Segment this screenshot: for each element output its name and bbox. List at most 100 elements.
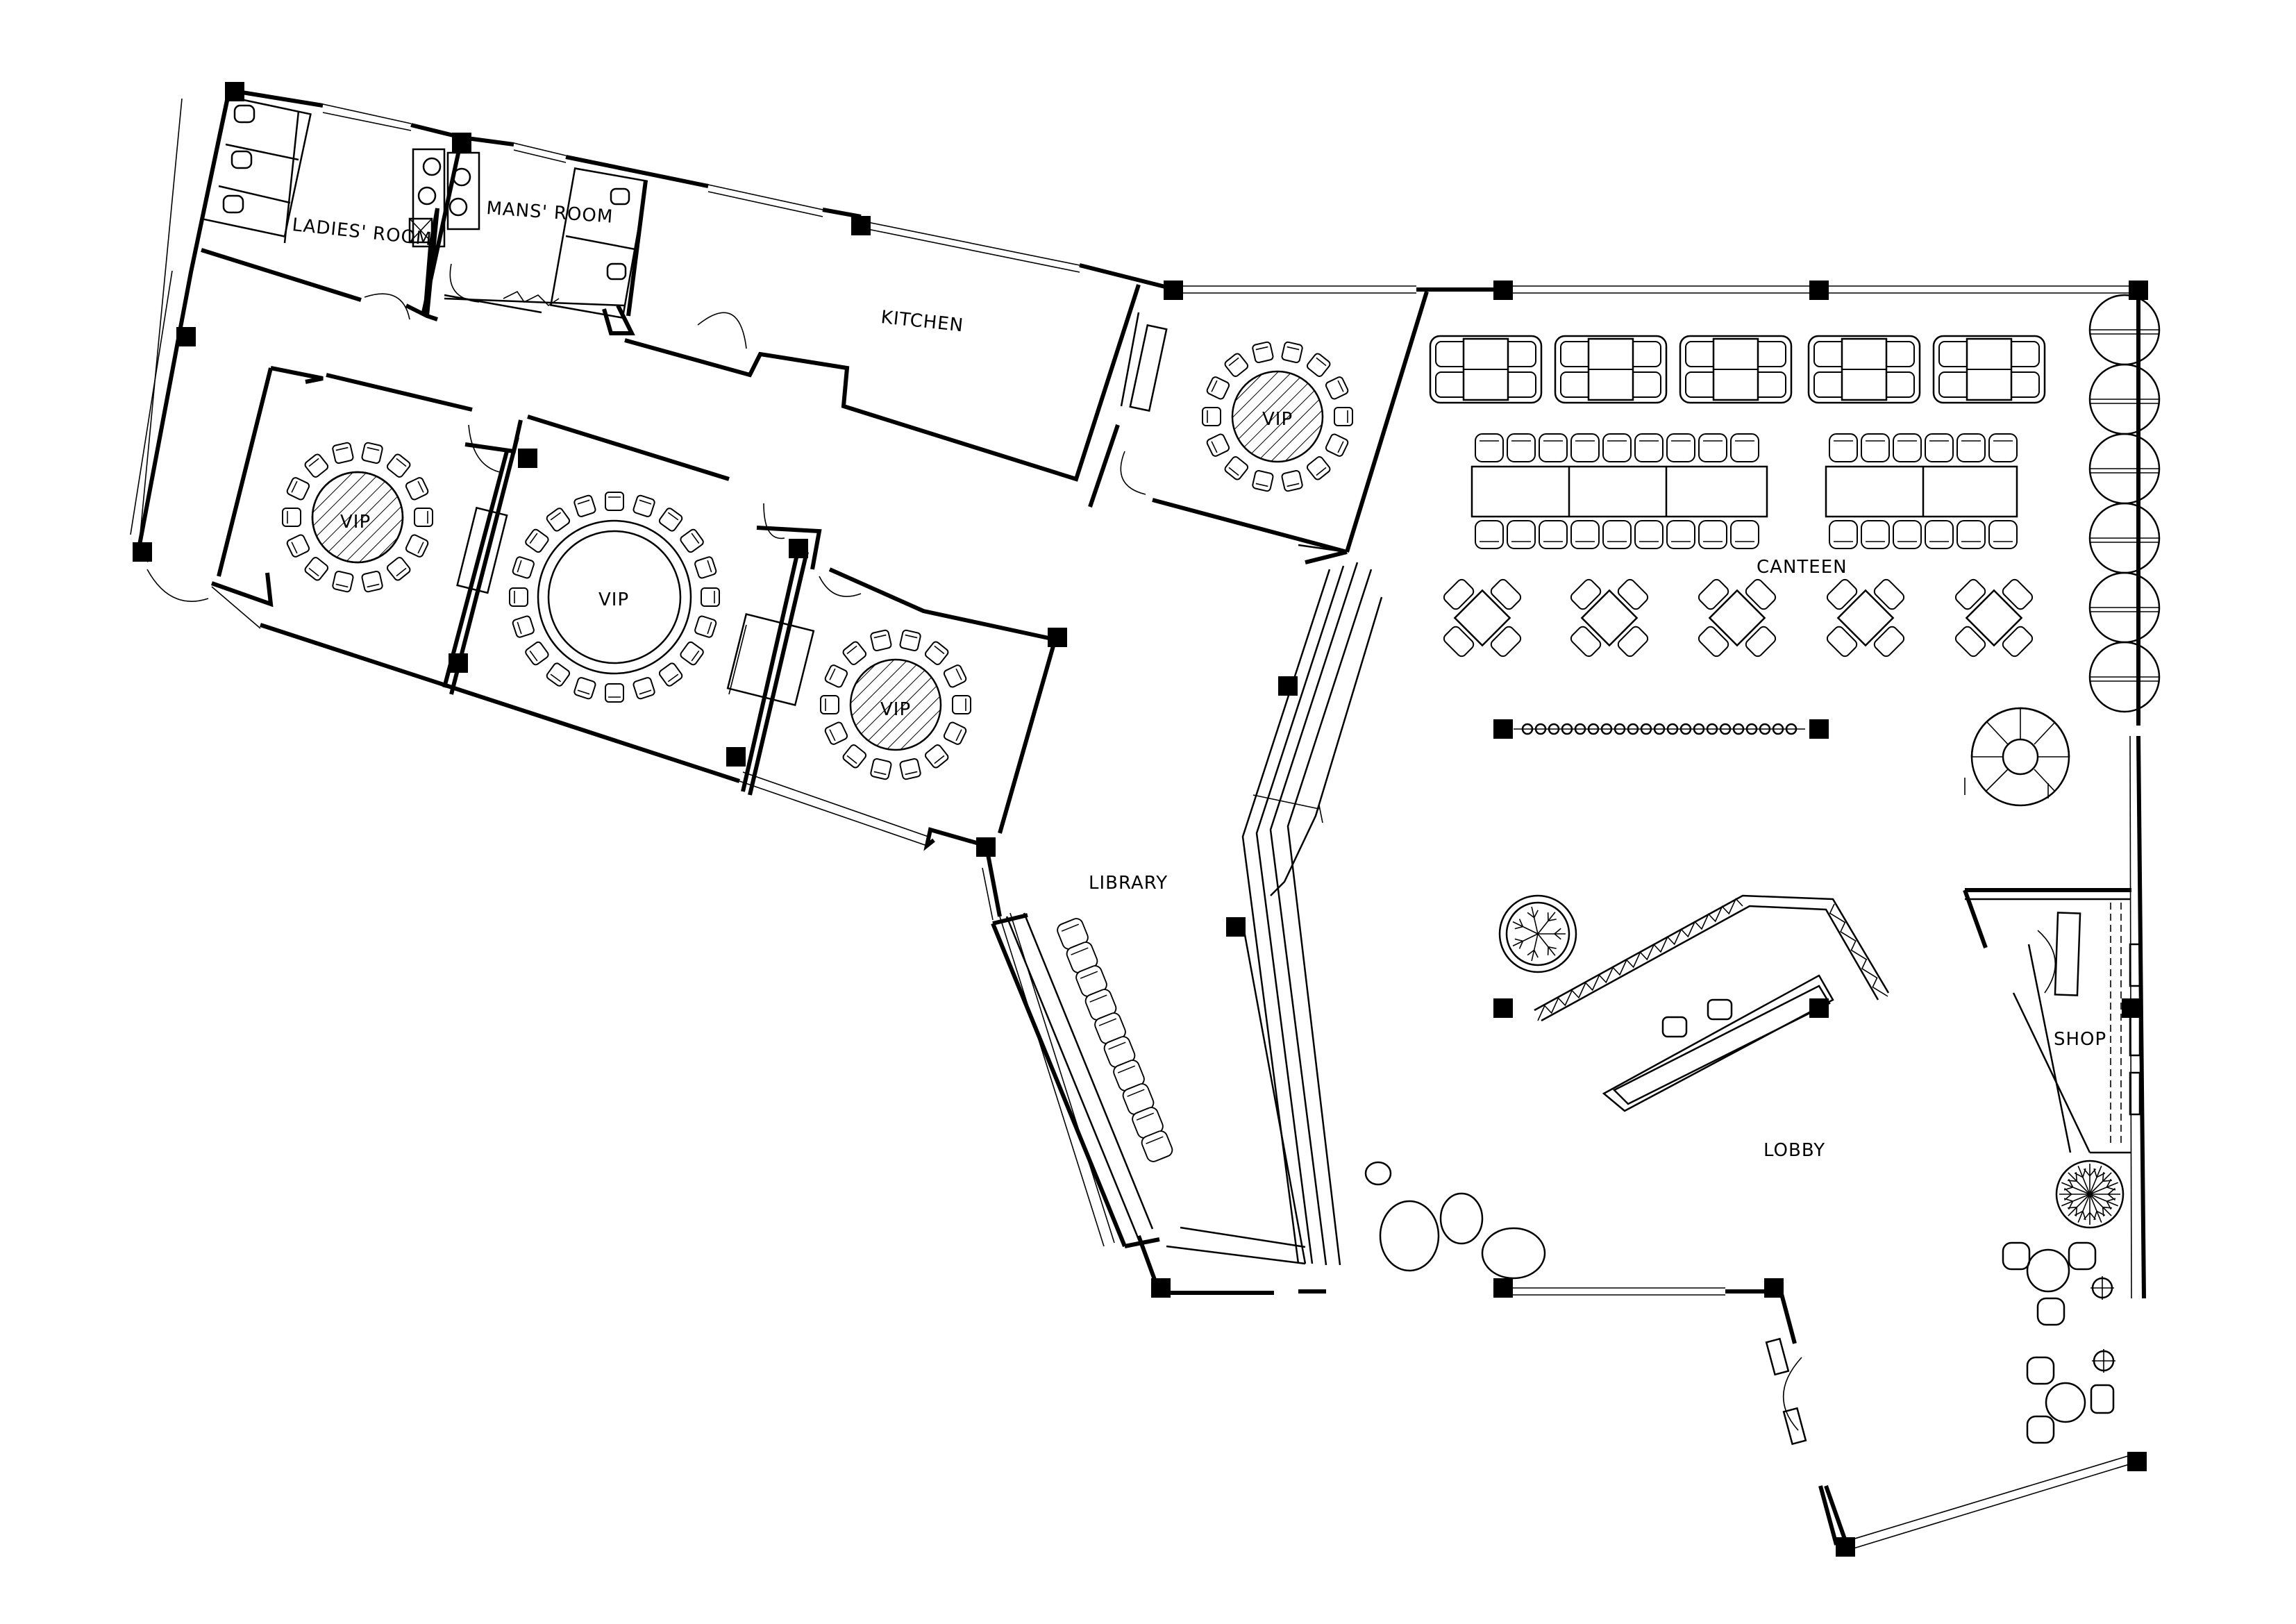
chair xyxy=(898,757,922,781)
vip-room-2 xyxy=(509,492,815,706)
kitchen-fixtures xyxy=(1120,312,1168,412)
chair xyxy=(1507,433,1536,462)
chair xyxy=(1666,433,1695,462)
vip-room-2-label: VIP xyxy=(598,589,629,610)
chair xyxy=(820,695,839,714)
chair xyxy=(1893,433,1922,462)
chair xyxy=(1507,520,1536,549)
chair xyxy=(1925,433,1954,462)
long-table xyxy=(1470,465,1768,518)
chair xyxy=(1205,432,1231,458)
lobby-stones xyxy=(1364,1161,1546,1280)
ladies-room-fixtures xyxy=(202,96,446,248)
chair xyxy=(693,614,718,639)
chair xyxy=(1324,375,1350,401)
mens-room-label: MANS' ROOM xyxy=(486,198,614,228)
chair xyxy=(869,628,893,652)
chair xyxy=(1280,469,1304,493)
booth-table xyxy=(1679,335,1793,404)
chair xyxy=(404,533,430,559)
chair xyxy=(1861,520,1890,549)
chair xyxy=(1280,340,1304,364)
exterior-walls xyxy=(130,88,2146,1549)
chair xyxy=(1829,520,1858,549)
chair xyxy=(544,661,572,688)
chair xyxy=(1829,433,1858,462)
vip-room-3-label: VIP xyxy=(880,699,911,720)
chair xyxy=(1602,520,1632,549)
mens-room-fixtures xyxy=(444,151,648,319)
canteen-furniture xyxy=(1421,335,2056,735)
plant-lobby-tree xyxy=(1498,894,1577,973)
chair xyxy=(385,555,412,583)
chair xyxy=(657,506,685,533)
chair xyxy=(632,676,656,701)
library-shelving xyxy=(991,912,1307,1265)
entrance-doors xyxy=(1765,1337,1838,1546)
ramp-stairs xyxy=(1241,562,1383,1266)
chair xyxy=(1475,520,1504,549)
chair xyxy=(1698,520,1727,549)
chair xyxy=(509,587,528,607)
booth-table xyxy=(1932,335,2046,404)
vip-room-3 xyxy=(820,628,971,781)
chair xyxy=(1223,455,1250,482)
chair xyxy=(678,527,705,555)
chair xyxy=(331,441,355,464)
chair xyxy=(1893,520,1922,549)
booth-table xyxy=(1554,335,1668,404)
chair xyxy=(869,757,893,781)
chair xyxy=(605,492,624,511)
chair xyxy=(1305,351,1332,378)
chair xyxy=(1698,433,1727,462)
chair xyxy=(285,533,311,559)
chair xyxy=(1251,469,1275,493)
chair xyxy=(1956,520,1986,549)
chair xyxy=(303,452,330,479)
plant-shop-tree xyxy=(2055,1160,2125,1229)
lobby-label: LOBBY xyxy=(1763,1140,1825,1161)
chair xyxy=(657,661,685,688)
chair xyxy=(404,476,430,502)
door-swings xyxy=(146,263,2056,1431)
chair xyxy=(952,695,971,714)
chair xyxy=(285,476,311,502)
vip-room-1-label: VIP xyxy=(340,512,371,533)
chair xyxy=(360,570,384,594)
chair xyxy=(1988,433,2018,462)
chair xyxy=(573,494,597,519)
chair xyxy=(385,452,412,479)
chair xyxy=(1634,433,1664,462)
chair xyxy=(605,683,624,703)
chair xyxy=(823,720,849,746)
chair xyxy=(1730,433,1759,462)
square-table xyxy=(1548,556,1671,680)
shop-fixtures xyxy=(2054,903,2141,1146)
canteen-label: CANTEEN xyxy=(1757,557,1847,578)
chair xyxy=(414,508,433,527)
chair xyxy=(1223,351,1250,378)
chair xyxy=(1202,407,1221,426)
chair xyxy=(1324,432,1350,458)
square-table xyxy=(1932,556,2056,680)
booth-table xyxy=(1429,335,1543,404)
chair xyxy=(923,743,950,770)
chair xyxy=(1602,433,1632,462)
chair xyxy=(1570,520,1600,549)
chair xyxy=(1305,455,1332,482)
chair xyxy=(841,639,869,667)
interior-walls xyxy=(201,137,2131,1154)
chair xyxy=(1475,433,1504,462)
chair xyxy=(1634,520,1664,549)
chair xyxy=(701,587,720,607)
chair xyxy=(1925,520,1954,549)
chair xyxy=(678,639,705,667)
vip-room-4-label: VIP xyxy=(1262,409,1293,430)
chair xyxy=(693,555,718,580)
chair xyxy=(632,494,656,519)
chair xyxy=(1334,407,1353,426)
chair xyxy=(1539,520,1568,549)
lobby-seating xyxy=(2002,1241,2115,1444)
chair xyxy=(923,639,950,667)
chair xyxy=(282,508,301,527)
